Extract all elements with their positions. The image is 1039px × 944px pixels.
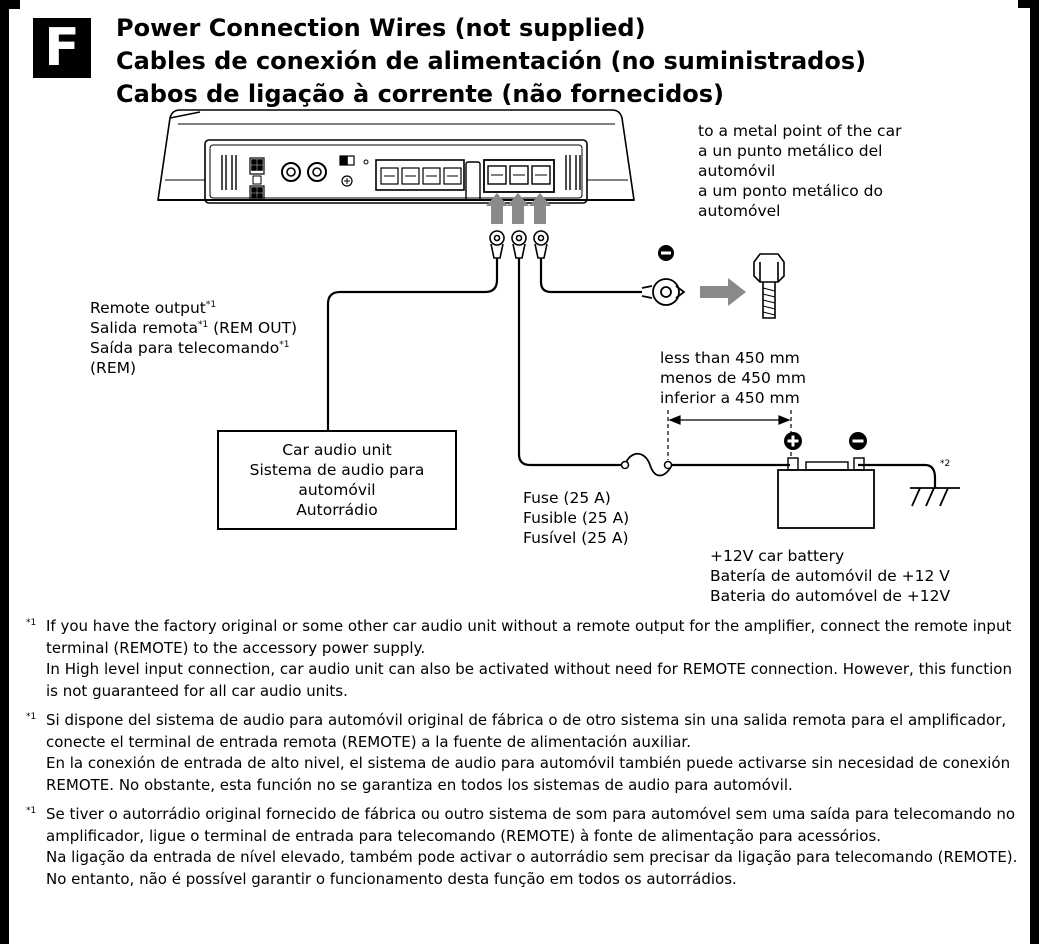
section-badge: F: [33, 18, 91, 78]
battery-es: Batería de automóvil de +12 V: [710, 567, 950, 585]
wires: [326, 258, 937, 488]
metal-point-en: to a metal point of the car: [698, 122, 902, 140]
footnote-es-paragraph-2: En la conexión de entrada de alto nivel,…: [46, 754, 1011, 794]
footnote-marker-text: *1: [26, 712, 37, 722]
title-portuguese: Cabos de ligação à corrente (não forneci…: [116, 80, 725, 108]
distance-label: less than 450 mm menos de 450 mm inferio…: [660, 348, 806, 408]
distance-es: menos de 450 mm: [660, 369, 806, 387]
ring-terminals: [489, 230, 549, 259]
footnote-mark: *1: [279, 339, 290, 350]
footnotes: *1 If you have the factory original or s…: [26, 616, 1026, 898]
battery-en: +12V car battery: [710, 547, 845, 565]
battery-illustration: [777, 457, 875, 529]
remote-output-pt-2: (REM): [90, 359, 137, 377]
remote-output-en: Remote output: [90, 299, 206, 317]
bolt-arrow: [700, 278, 746, 306]
page-frame-left: [0, 0, 9, 944]
metal-point-pt: a um ponto metálico do: [698, 182, 883, 200]
distance-en: less than 450 mm: [660, 349, 800, 367]
footnote-english: *1 If you have the factory original or s…: [26, 616, 1026, 702]
page-frame-right: [1030, 0, 1039, 944]
car-audio-pt: Autorrádio: [296, 501, 378, 519]
bolt-icon: [753, 253, 785, 319]
footnote-marker: *1: [26, 616, 36, 638]
fuse-pt: Fusível (25 A): [523, 529, 629, 547]
remote-output-es-suffix: (REM OUT): [208, 319, 298, 337]
ground-ring-terminal: [641, 278, 686, 306]
footnote-pt-paragraph-2: Na ligação da entrada de nível elevado, …: [46, 848, 1018, 888]
footnote-marker: *1: [26, 804, 36, 826]
fuse-en: Fuse (25 A): [523, 489, 611, 507]
footnote-marker-text: *1: [26, 806, 37, 816]
remote-output-label: Remote output*1 Salida remota*1 (REM OUT…: [90, 298, 297, 378]
footnote-pt-paragraph-1: Se tiver o autorrádio original fornecido…: [46, 805, 1016, 845]
minus-icon: [849, 432, 867, 450]
footnote-marker: *1: [26, 710, 36, 732]
car-audio-es: Sistema de audio para: [249, 461, 425, 479]
amplifier-illustration: [157, 109, 635, 204]
section-title: Power Connection Wires (not supplied) Ca…: [116, 12, 866, 111]
car-audio-unit-box: Car audio unit Sistema de audio para aut…: [217, 430, 457, 530]
title-spanish: Cables de conexión de alimentación (no s…: [116, 47, 867, 75]
footnote-spanish: *1 Si dispone del sistema de audio para …: [26, 710, 1026, 796]
car-audio-en: Car audio unit: [282, 441, 392, 459]
footnote-en-paragraph-2: In High level input connection, car audi…: [46, 660, 1012, 700]
ground-mark: *2: [940, 458, 951, 469]
metal-point-es-2: automóvil: [698, 162, 776, 180]
footnote-mark: *1: [197, 319, 209, 330]
page-frame-top-right: [1018, 0, 1039, 8]
footnote-mark: *1: [205, 299, 217, 310]
footnote-es-paragraph-1: Si dispone del sistema de audio para aut…: [46, 711, 1007, 751]
battery-label: +12V car battery Batería de automóvil de…: [710, 546, 950, 606]
battery-pt: Bateria do automóvel de +12V: [710, 587, 951, 605]
terminal-arrows: [486, 193, 551, 224]
distance-pt: inferior a 450 mm: [660, 389, 800, 407]
ground-footnote-mark: *2: [940, 457, 950, 477]
ground-symbol-icon: [910, 487, 960, 507]
footnote-portuguese: *1 Se tiver o autorrádio original fornec…: [26, 804, 1026, 890]
remote-output-es: Salida remota: [90, 319, 198, 337]
plus-icon: [784, 432, 802, 450]
car-audio-es-2: automóvil: [298, 481, 376, 499]
title-english: Power Connection Wires (not supplied): [116, 14, 646, 42]
fuse-label: Fuse (25 A) Fusible (25 A) Fusível (25 A…: [523, 488, 629, 548]
metal-point-pt-2: automóvel: [698, 202, 781, 220]
remote-output-pt: Saída para telecomando: [90, 339, 280, 357]
page-frame-top: [0, 0, 20, 9]
metal-point-label: to a metal point of the car a un punto m…: [698, 121, 901, 221]
fuse-es: Fusible (25 A): [523, 509, 630, 527]
distance-dimension: [667, 410, 792, 460]
footnote-en-paragraph-1: If you have the factory original or some…: [46, 617, 1012, 657]
minus-icon: [658, 245, 674, 261]
metal-point-es: a un punto metálico del: [698, 142, 883, 160]
footnote-marker-text: *1: [26, 618, 37, 628]
